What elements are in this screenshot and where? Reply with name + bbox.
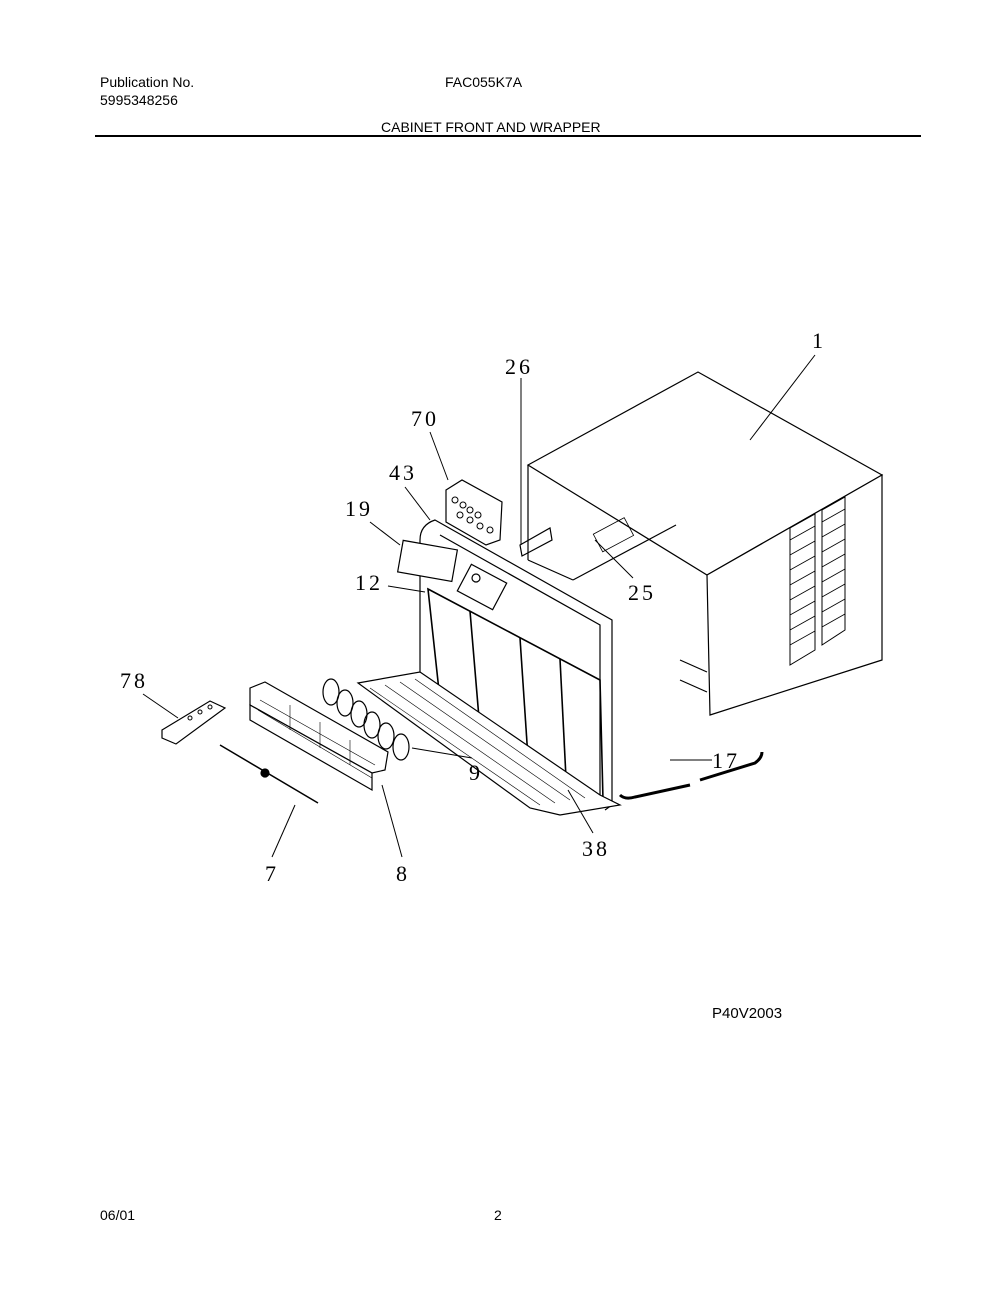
callout-78: 78 bbox=[120, 668, 148, 693]
section-title: CABINET FRONT AND WRAPPER bbox=[381, 119, 601, 135]
publication-number: 5995348256 bbox=[100, 92, 178, 108]
discharge-grille bbox=[249, 681, 389, 792]
control-pad bbox=[445, 479, 503, 546]
callout-70: 70 bbox=[411, 406, 439, 431]
callout-25: 25 bbox=[628, 580, 656, 605]
header-rule bbox=[95, 135, 921, 137]
louver-linkage bbox=[219, 744, 319, 804]
callout-1: 1 bbox=[812, 328, 826, 353]
callout-8: 8 bbox=[396, 861, 410, 886]
label-plate bbox=[396, 539, 459, 583]
callout-43: 43 bbox=[389, 460, 417, 485]
bracket bbox=[519, 527, 553, 557]
leader-lines bbox=[142, 354, 816, 858]
drawing-id: P40V2003 bbox=[712, 1005, 783, 1022]
louvers bbox=[789, 496, 846, 666]
callout-19: 19 bbox=[345, 496, 373, 521]
louver-blades bbox=[322, 678, 410, 761]
remote-control bbox=[161, 700, 227, 745]
callout-9: 9 bbox=[469, 760, 483, 785]
callout-38: 38 bbox=[582, 836, 610, 861]
callout-12: 12 bbox=[355, 570, 383, 595]
cabinet-wrapper bbox=[526, 371, 884, 716]
callout-7: 7 bbox=[265, 861, 279, 886]
base-tray bbox=[356, 671, 622, 816]
model-number: FAC055K7A bbox=[445, 74, 523, 90]
seal-strips bbox=[618, 751, 764, 800]
footer-date: 06/01 bbox=[100, 1207, 136, 1223]
callout-17: 17 bbox=[712, 748, 740, 773]
publication-label: Publication No. bbox=[100, 74, 195, 90]
page-number: 2 bbox=[494, 1207, 502, 1223]
callout-26: 26 bbox=[505, 354, 533, 379]
